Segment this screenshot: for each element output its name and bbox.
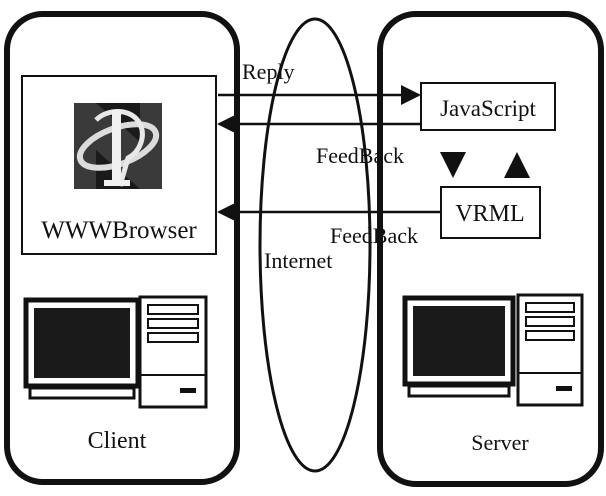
client-tower-icon — [138, 295, 208, 409]
down-triangle-icon — [440, 152, 466, 178]
client-caption: Client — [88, 428, 147, 454]
client-computer-icon — [23, 295, 208, 409]
internet-ellipse — [258, 17, 372, 473]
vrml-label: VRML — [455, 201, 524, 227]
feedback-lower-label: FeedBack — [330, 223, 418, 248]
server-tower-icon — [516, 293, 584, 407]
netscape-logo-icon — [74, 103, 162, 189]
browser-label: WWWBrowser — [41, 217, 197, 244]
server-computer-icon — [402, 293, 584, 407]
feedback-upper-label: FeedBack — [316, 143, 404, 168]
javascript-label: JavaScript — [440, 96, 536, 121]
client-panel: WWWBrowser Client — [4, 11, 240, 485]
reply-label: Reply — [242, 59, 295, 84]
browser-box: WWWBrowser — [21, 75, 217, 255]
up-triangle-icon — [504, 152, 530, 178]
server-caption: Server — [471, 430, 529, 455]
server-panel: Server — [377, 11, 604, 487]
vrml-box: VRML — [440, 186, 541, 239]
javascript-box: JavaScript — [420, 82, 556, 131]
internet-label: Internet — [264, 248, 332, 273]
